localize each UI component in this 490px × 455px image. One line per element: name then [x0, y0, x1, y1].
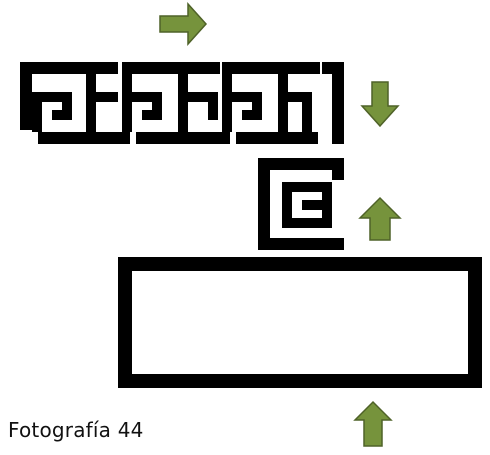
arrow-up-icon: [355, 402, 391, 446]
greek-key-band: [20, 62, 344, 144]
arrow-up-icon: [360, 198, 400, 240]
square-spiral: [258, 158, 344, 250]
figure-caption: Fotografía 44: [8, 418, 144, 442]
arrow-right-icon: [160, 4, 206, 44]
arrow-down-icon: [362, 82, 398, 126]
rectangle-frame: [125, 264, 475, 381]
